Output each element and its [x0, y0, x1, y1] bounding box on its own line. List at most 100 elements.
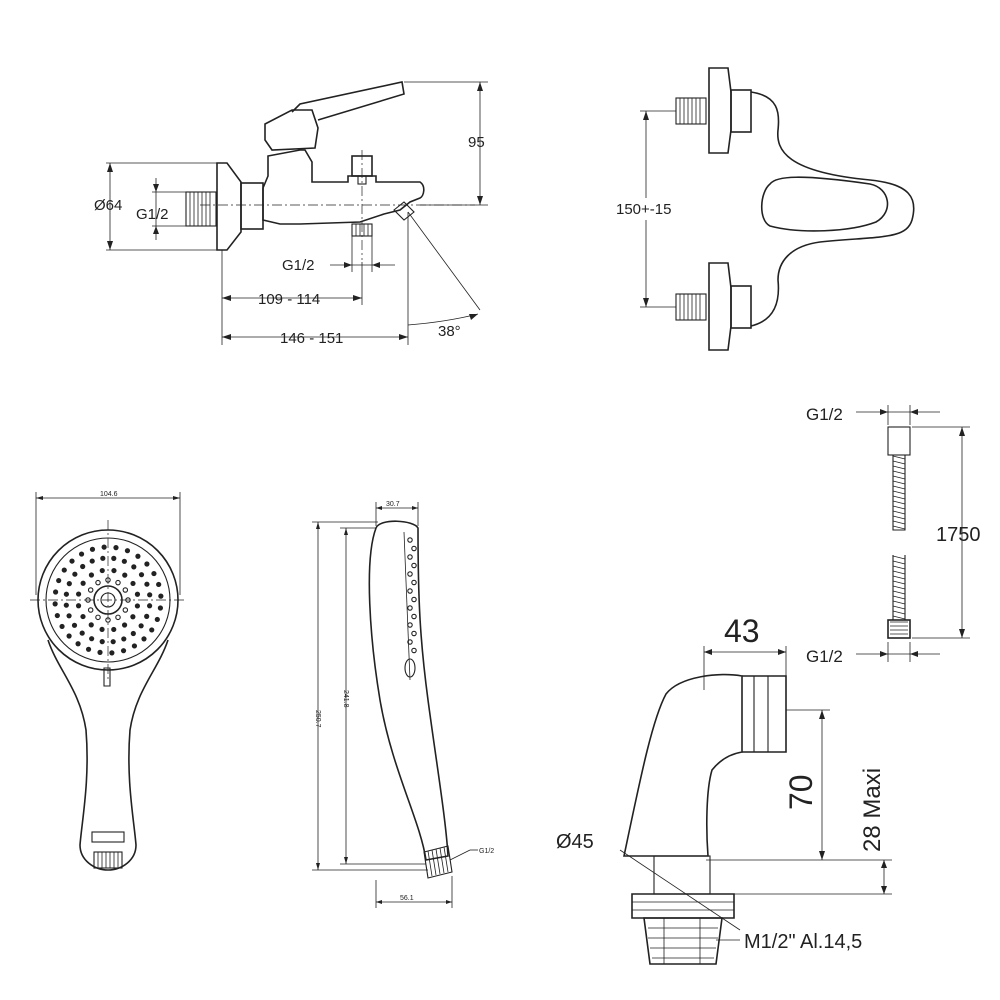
- label-centres: 150+-15: [616, 201, 671, 218]
- nozzle: [138, 572, 145, 578]
- nozzle: [89, 546, 96, 552]
- nozzle: [105, 617, 111, 623]
- label-mixer-dia: Ø64: [94, 197, 122, 214]
- label-depth-short: 109 - 114: [258, 291, 320, 308]
- hose-coil: [892, 610, 906, 615]
- nozzle: [111, 567, 117, 574]
- nozzle: [88, 622, 94, 628]
- nozzle: [97, 649, 103, 655]
- nozzle: [141, 636, 147, 642]
- mixer-side-view: [106, 81, 488, 345]
- hose: [856, 405, 970, 662]
- nozzle: [120, 648, 127, 654]
- nozzle: [111, 555, 117, 562]
- label-outlet-thread: G1/2: [282, 257, 315, 274]
- nozzle: [100, 555, 106, 561]
- hose-coil: [892, 510, 906, 515]
- nozzle: [134, 591, 141, 597]
- nozzle: [121, 622, 128, 628]
- handle-base: [264, 109, 319, 151]
- side-nozzle: [407, 571, 413, 577]
- nozzle: [75, 591, 82, 597]
- label-spout-angle: 38°: [438, 323, 461, 340]
- hose-coil: [892, 490, 906, 495]
- nozzle: [147, 592, 153, 598]
- label-head-width: 104.6: [100, 491, 118, 498]
- nozzle: [138, 623, 144, 629]
- nozzle: [85, 597, 91, 603]
- nozzle: [52, 601, 58, 607]
- hose-coil: [892, 505, 906, 510]
- nozzle: [131, 564, 137, 570]
- nozzle: [78, 551, 85, 557]
- label-mixer-height: 95: [468, 134, 485, 151]
- hose-coil: [892, 460, 906, 465]
- hose-coil: [892, 580, 906, 585]
- wall-elbow: [619, 646, 892, 965]
- hose-bottom-nut: [887, 619, 911, 639]
- nozzle: [135, 553, 141, 559]
- mixer-body: [262, 149, 425, 225]
- hose-coil: [892, 600, 906, 605]
- label-elbow-dia: Ø45: [556, 831, 594, 853]
- nozzle: [122, 572, 128, 578]
- label-elbow-height: 70: [783, 774, 819, 810]
- nozzle: [89, 558, 95, 564]
- label-head-base: 56.1: [400, 895, 414, 902]
- side-nozzle: [407, 639, 413, 645]
- inlet-thread: [185, 191, 217, 227]
- nozzle: [115, 614, 121, 621]
- label-inlet-thread: G1/2: [136, 206, 169, 223]
- nozzle: [79, 630, 85, 636]
- side-nozzle: [411, 596, 417, 603]
- hose-coil: [892, 500, 906, 505]
- hose-coil: [892, 525, 906, 530]
- lever-handle: [291, 81, 405, 121]
- nozzle: [54, 612, 60, 619]
- nozzle: [72, 571, 78, 577]
- nozzle: [69, 558, 75, 564]
- nozzle: [130, 614, 136, 620]
- nozzle: [113, 545, 119, 551]
- shower-head-front: [30, 492, 186, 871]
- hose-coil: [892, 590, 906, 595]
- side-nozzle: [411, 647, 417, 654]
- nozzle: [130, 630, 136, 637]
- label-depth-long: 146 - 151: [280, 330, 343, 347]
- nozzle: [111, 626, 117, 633]
- nozzle: [95, 579, 101, 586]
- label-hose-top-thread: G1/2: [806, 405, 843, 424]
- label-hose-bottom-thread: G1/2: [806, 647, 843, 666]
- nozzle: [146, 603, 153, 609]
- shower-head-side: [312, 502, 478, 908]
- label-head-depth: 30.7: [386, 501, 400, 508]
- nozzle: [66, 633, 72, 639]
- nozzle: [89, 636, 95, 642]
- side-nozzle: [411, 630, 417, 637]
- side-nozzle: [407, 554, 413, 560]
- nozzle: [149, 627, 155, 633]
- nozzle: [80, 580, 86, 586]
- label-elbow-max: 28 Maxi: [859, 768, 886, 852]
- nozzle: [66, 613, 72, 619]
- side-nozzle: [411, 613, 417, 620]
- hose-coil: [892, 470, 906, 475]
- hose-coil: [892, 515, 906, 520]
- nozzle: [99, 626, 105, 633]
- nozzle: [87, 607, 94, 613]
- hose-coil: [892, 575, 906, 580]
- nozzle: [134, 603, 141, 609]
- nozzle: [130, 580, 136, 587]
- hose-top-nut: [887, 426, 911, 456]
- nozzle: [61, 567, 67, 573]
- top-escutcheon: [708, 67, 732, 154]
- hose-coil: [892, 520, 906, 525]
- label-hose-length: 1750: [936, 524, 981, 546]
- nozzle: [144, 613, 150, 619]
- side-nozzle: [407, 605, 413, 611]
- nozzle: [144, 561, 150, 567]
- nozzle: [154, 616, 160, 623]
- elbow-body: [623, 673, 743, 857]
- front-body: [750, 91, 915, 327]
- hose-coil: [892, 560, 906, 565]
